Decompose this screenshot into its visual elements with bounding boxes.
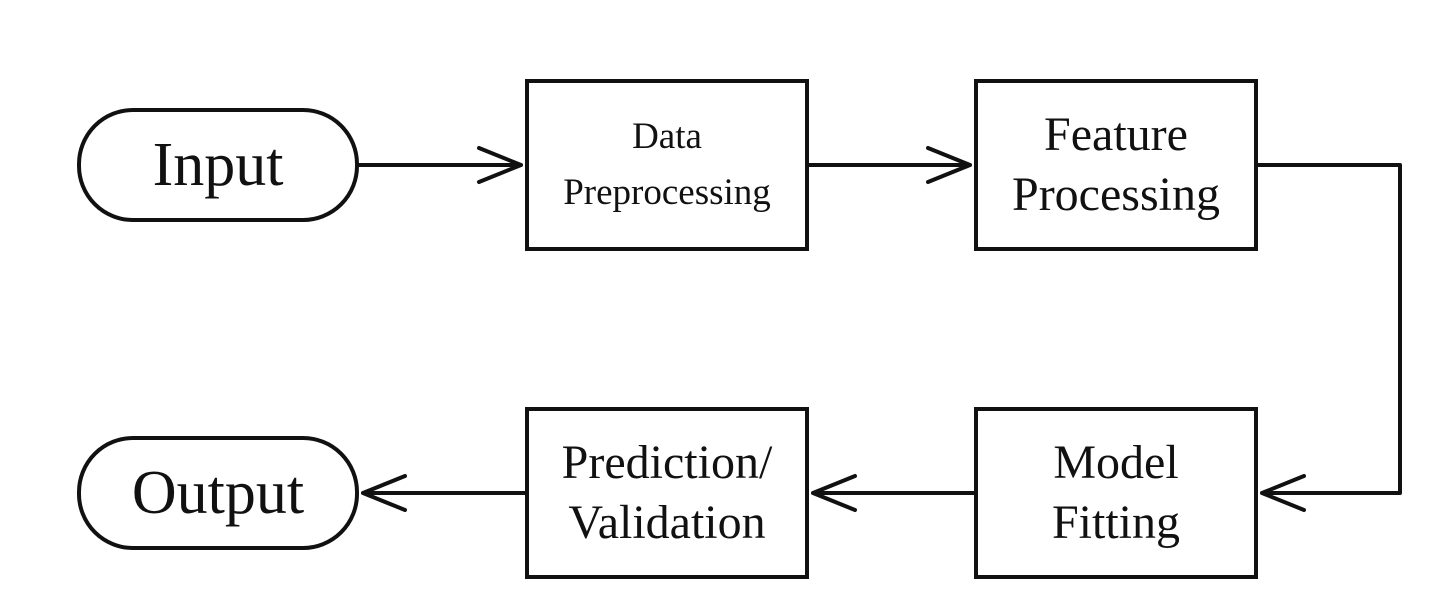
arrow-model-to-prediction xyxy=(811,474,976,512)
node-feature-processing: Feature Processing xyxy=(974,79,1258,251)
arrow-input-to-preprocessing xyxy=(357,146,523,184)
node-feature-processing-line2: Processing xyxy=(1012,168,1220,221)
arrow-feature-to-model xyxy=(1256,163,1402,512)
node-prediction-validation-line1: Prediction/ xyxy=(561,436,773,489)
node-model-fitting-line2: Fitting xyxy=(1051,496,1181,549)
node-prediction-validation-line2: Validation xyxy=(568,496,766,549)
node-data-preprocessing-line2: Preprocessing xyxy=(563,172,771,213)
arrow-preprocessing-to-feature xyxy=(807,146,972,184)
node-data-preprocessing: Data Preprocessing xyxy=(525,79,809,251)
node-model-fitting-line1: Model xyxy=(1053,436,1179,489)
arrow-prediction-to-output xyxy=(361,474,527,512)
node-model-fitting: Model Fitting xyxy=(974,407,1258,579)
node-data-preprocessing-line1: Data xyxy=(632,116,702,157)
node-input-label: Input xyxy=(152,131,284,199)
node-input: Input xyxy=(77,108,359,222)
node-output: Output xyxy=(77,436,359,550)
node-output-label: Output xyxy=(131,459,305,527)
node-feature-processing-line1: Feature xyxy=(1044,108,1188,161)
node-prediction-validation: Prediction/ Validation xyxy=(525,407,809,579)
